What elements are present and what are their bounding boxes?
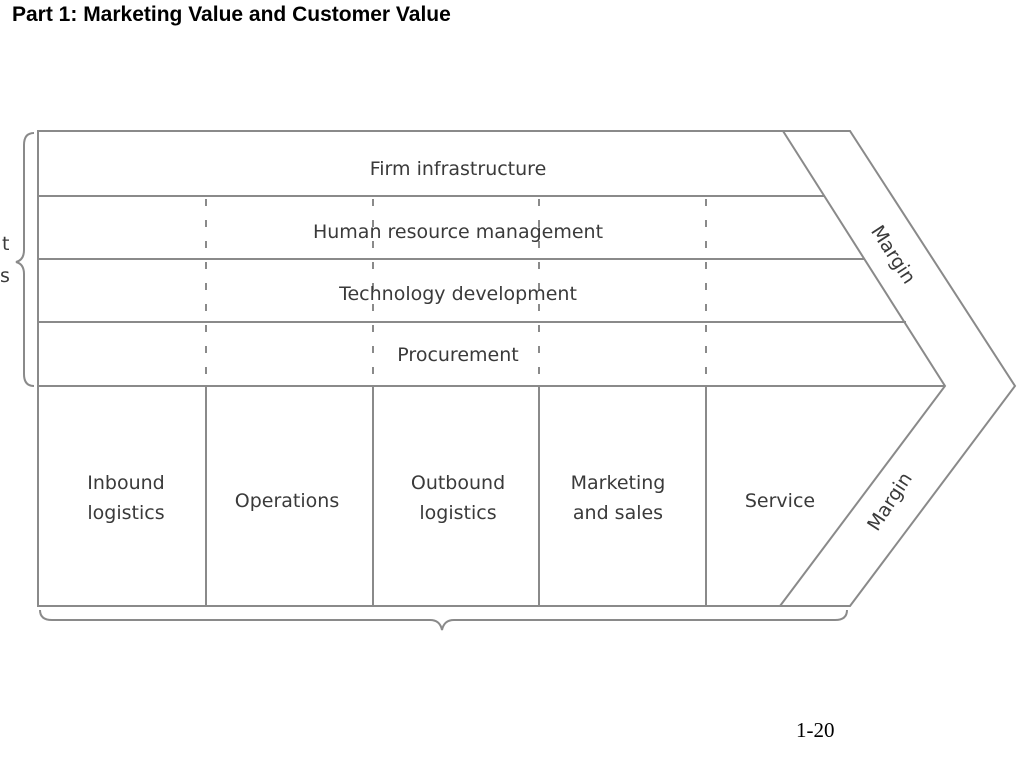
primary-activity-inbound-line1: Inbound: [87, 472, 164, 494]
primary-activities-brace: [39, 609, 848, 631]
value-chain-outline: [37, 130, 1017, 607]
cropped-label-bottom: s: [0, 265, 10, 287]
support-activity-technology-development: Technology development: [338, 283, 577, 305]
page-number: 1-20: [796, 718, 835, 742]
primary-activity-marketing-line1: Marketing: [571, 472, 666, 494]
margin-label-lower: Margin: [863, 469, 917, 535]
support-activity-firm-infrastructure: Firm infrastructure: [370, 158, 547, 180]
primary-activity-outbound-line1: Outbound: [411, 472, 505, 494]
margin-label-upper: Margin: [866, 222, 920, 288]
primary-dividers: [205, 386, 707, 606]
support-activities-brace: [15, 132, 35, 387]
slide-title: Part 1: Marketing Value and Customer Val…: [12, 3, 451, 26]
primary-activity-outbound-line2: logistics: [419, 502, 496, 524]
primary-activity-marketing-line2: and sales: [573, 502, 663, 524]
cropped-label-top: t: [2, 233, 9, 255]
primary-activity-inbound-line2: logistics: [87, 502, 164, 524]
primary-activity-operations: Operations: [235, 490, 339, 512]
support-activity-procurement: Procurement: [397, 344, 518, 366]
support-activity-human-resource-management: Human resource management: [313, 221, 603, 243]
primary-activity-service: Service: [745, 490, 815, 512]
support-row-lines: [38, 195, 945, 387]
margin-border: [779, 130, 947, 607]
